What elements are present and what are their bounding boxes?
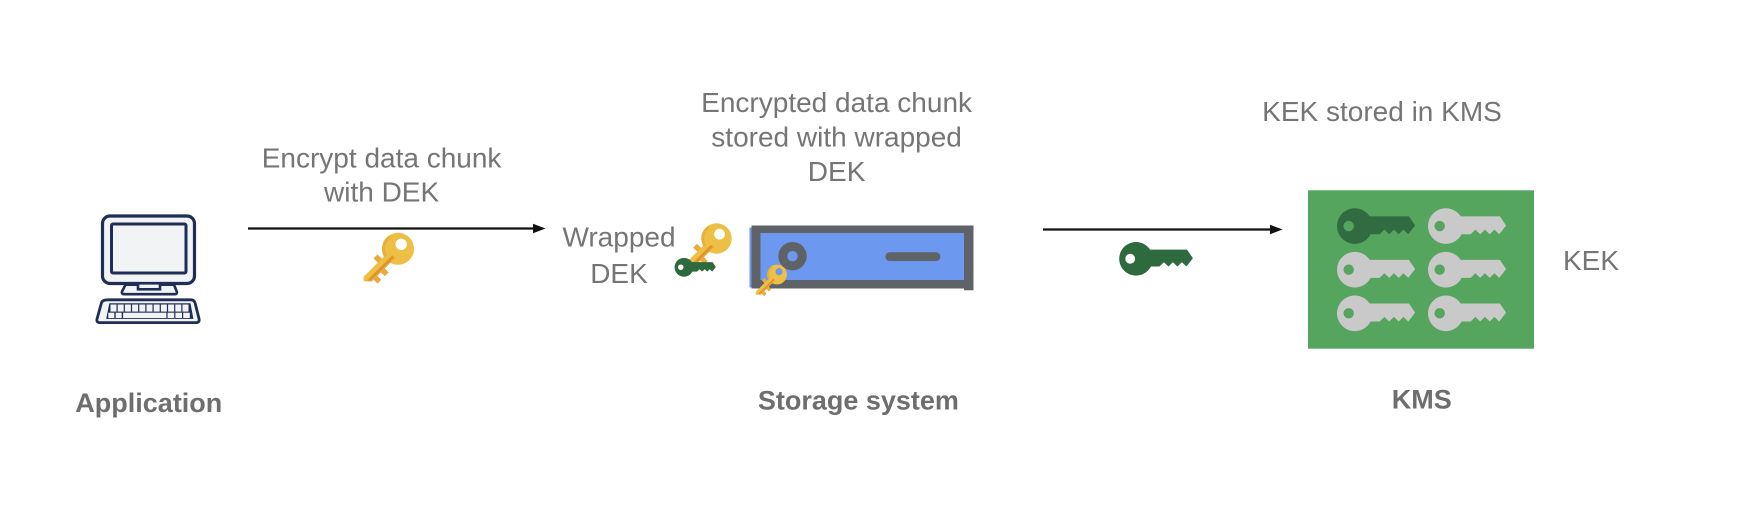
svg-text:Storage system: Storage system bbox=[758, 385, 959, 415]
svg-text:KEK: KEK bbox=[1563, 245, 1619, 276]
svg-text:Wrapped: Wrapped bbox=[562, 222, 675, 253]
svg-text:KMS: KMS bbox=[1392, 384, 1452, 414]
svg-text:DEK: DEK bbox=[590, 258, 648, 289]
svg-text:Encrypt data chunk: Encrypt data chunk bbox=[262, 143, 503, 174]
svg-text:Encrypted data chunk: Encrypted data chunk bbox=[701, 87, 973, 118]
svg-text:DEK: DEK bbox=[808, 156, 866, 187]
svg-text:Application: Application bbox=[75, 388, 222, 418]
svg-text:stored with wrapped: stored with wrapped bbox=[711, 122, 962, 153]
svg-text:KEK stored in KMS: KEK stored in KMS bbox=[1262, 96, 1502, 127]
svg-text:with DEK: with DEK bbox=[323, 177, 439, 208]
